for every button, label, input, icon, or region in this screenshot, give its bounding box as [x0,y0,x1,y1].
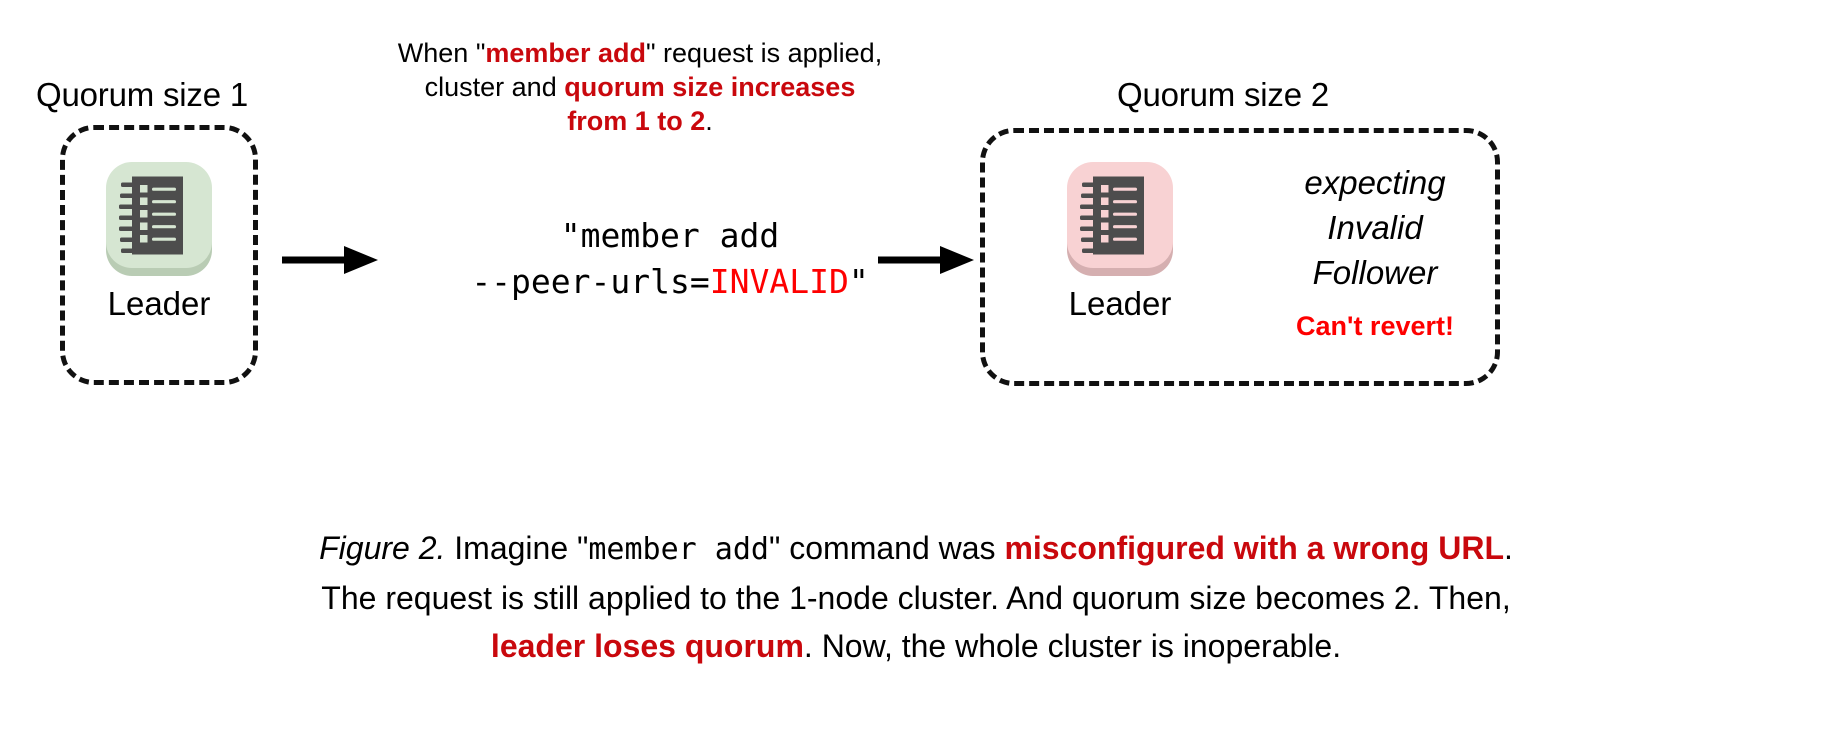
command-invalid-value: INVALID [709,262,849,301]
right-node-label: Leader [1068,285,1172,322]
left-cluster-title: Quorum size 1 [36,76,248,113]
command-line-2: --peer-urls=INVALID" [430,259,910,305]
caption-line-1: Figure 2. Imagine "member add" command w… [40,524,1792,574]
annotation-line2-part1: cluster and [424,72,565,102]
expect-line-1: expecting [1304,164,1446,201]
left-cluster-node: Leader [84,158,234,324]
caption-seg-3: " command was [769,530,1005,566]
caption-leader-loses-quorum-highlight: leader loses quorum [490,628,804,664]
left-cluster-box [60,125,258,385]
caption-seg-5: . [1504,530,1513,566]
caption-member-add-mono: member add [588,532,769,567]
right-cluster-node: Leader [1045,158,1195,324]
caption-line-2: The request is still applied to the 1-no… [321,580,1511,616]
figure-caption: Figure 2. Imagine "member add" command w… [40,524,1792,670]
right-cluster-box [980,128,1500,386]
annotation-quorum-increase: quorum size increases [564,72,856,102]
caption-seg-1: Imagine " [445,530,589,566]
left-node-icon-wrap [104,158,214,280]
flow-arrow-left-to-command [282,246,378,274]
annotation-line1-part1: When " [397,38,486,68]
annotation-line1-part3: " request is applied, [645,38,883,68]
caption-line3-tail: . Now, the whole cluster is inoperable. [803,628,1342,664]
annotation-line-1: When "member add" request is applied, [330,36,950,70]
right-cluster-title: Quorum size 2 [1117,76,1329,113]
cant-revert-warning: Can't revert! [1296,311,1454,341]
annotation-from-1-to-2: from 1 to 2 [567,106,706,136]
caption-line-3: leader loses quorum. Now, the whole clus… [40,622,1792,670]
caption-misconfigured-highlight: misconfigured with a wrong URL [1004,530,1504,566]
annotation-line3-period: . [705,106,713,136]
flow-arrow-command-to-right [878,246,974,274]
command-line-1: "member add [560,216,780,255]
etcd-log-node-icon [1080,176,1144,255]
annotation-line-3: from 1 to 2. [330,104,950,138]
expect-line-3: Follower [1312,254,1438,291]
command-closing-quote: " [848,262,869,301]
annotation-line-2: cluster and quorum size increases [330,70,950,104]
expect-line-2: Invalid [1327,209,1423,246]
annotation-member-add: member add [485,38,646,68]
annotation-text: When "member add" request is applied, cl… [330,36,950,138]
command-text: "member add --peer-urls=INVALID" [430,213,910,305]
right-cluster-status-block: expecting Invalid Follower Can't revert! [1250,160,1500,342]
command-peer-urls-flag: --peer-urls= [471,262,710,301]
right-node-icon-wrap [1065,158,1175,280]
etcd-log-node-icon [119,176,183,255]
left-node-label: Leader [107,285,211,322]
caption-figure-label: Figure 2. [319,530,446,566]
